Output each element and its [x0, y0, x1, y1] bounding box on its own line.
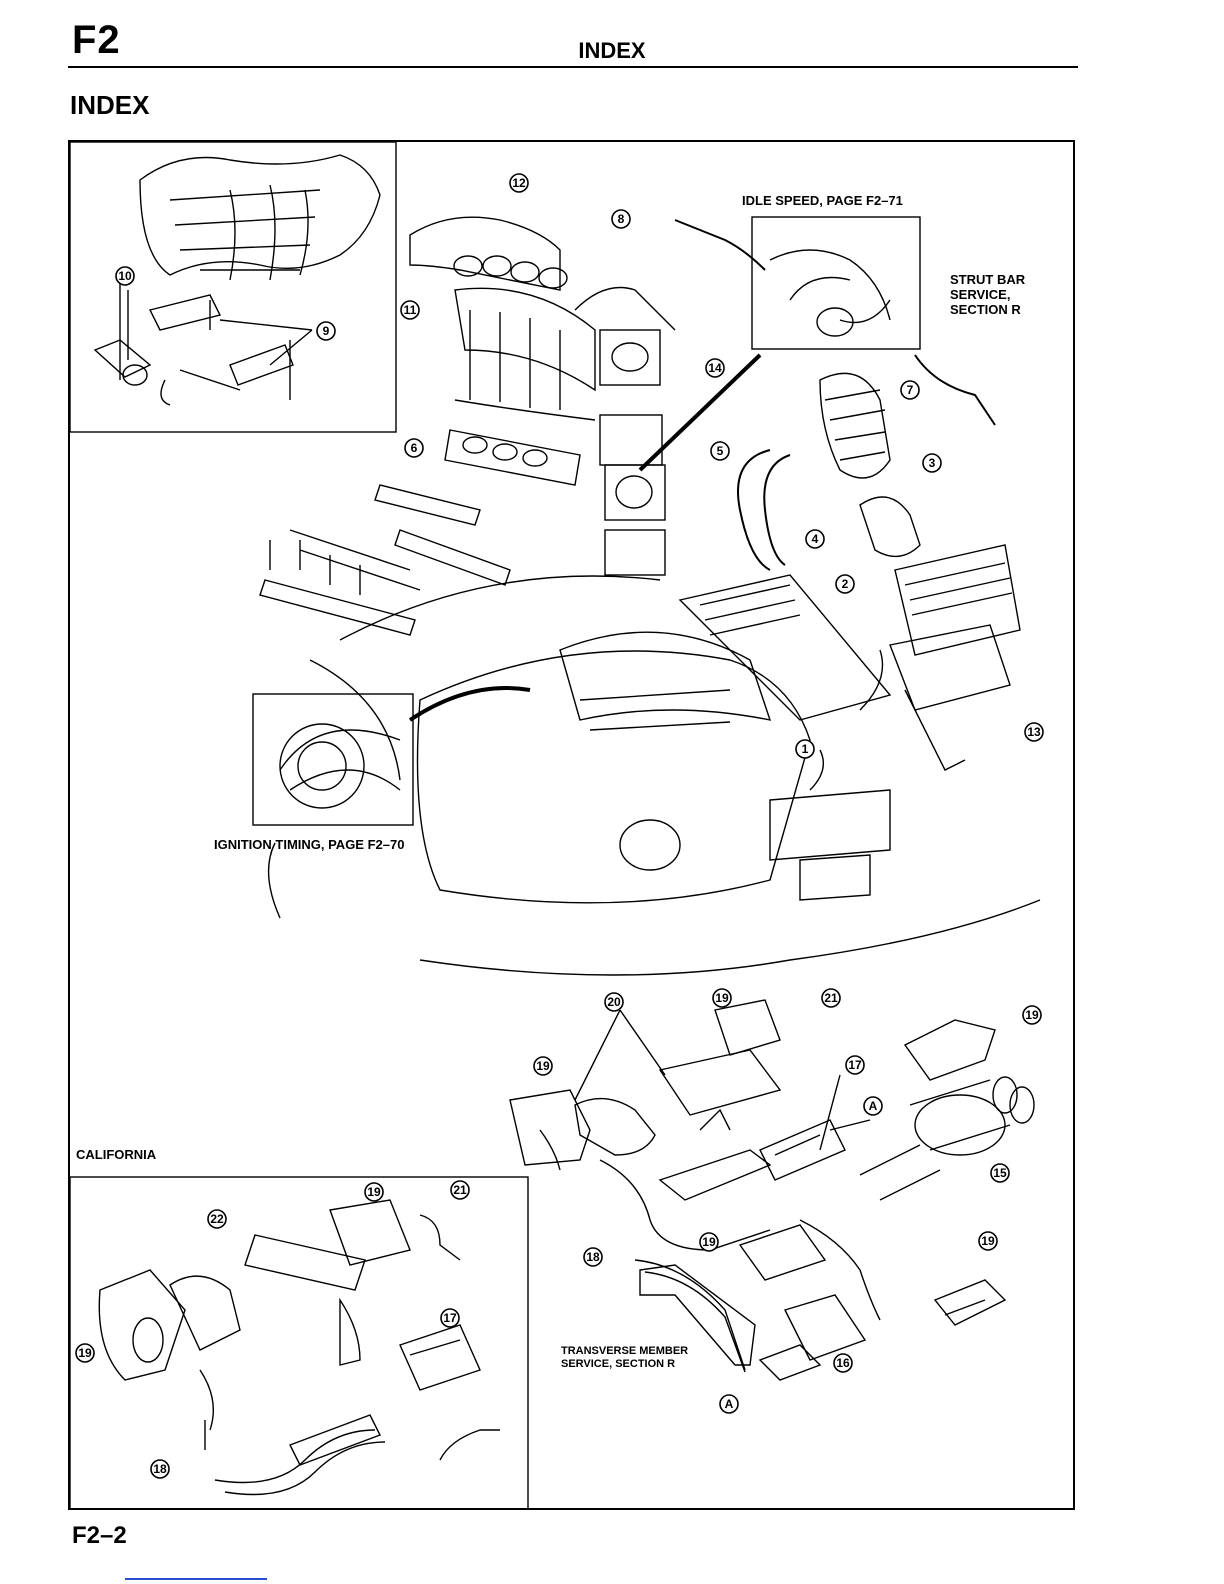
california-label: CALIFORNIA — [76, 1147, 156, 1162]
callout-21b: 21 — [451, 1181, 469, 1199]
callout-20: 20 — [605, 993, 623, 1011]
svg-text:14: 14 — [708, 361, 722, 375]
callout-6: 6 — [405, 439, 423, 457]
callout-9: 9 — [317, 322, 335, 340]
strut-bar-line-1: STRUT BAR — [950, 272, 1025, 287]
callout-3: 3 — [923, 454, 941, 472]
svg-text:A: A — [725, 1397, 734, 1411]
svg-text:10: 10 — [118, 269, 132, 283]
ignition-timing-label: IGNITION TIMING, PAGE F2–70 — [214, 837, 404, 852]
svg-text:19: 19 — [536, 1059, 550, 1073]
callout-18: 18 — [584, 1248, 602, 1266]
strut-bar-label: STRUT BAR SERVICE, SECTION R — [950, 272, 1025, 317]
svg-text:13: 13 — [1027, 725, 1041, 739]
svg-text:8: 8 — [618, 212, 625, 226]
callout-A2: A — [720, 1395, 738, 1413]
callout-14: 14 — [706, 359, 724, 377]
idle-speed-label: IDLE SPEED, PAGE F2–71 — [742, 193, 903, 208]
svg-text:5: 5 — [717, 444, 724, 458]
callout-19d: 19 — [700, 1233, 718, 1251]
svg-text:9: 9 — [323, 324, 330, 338]
svg-text:19: 19 — [981, 1234, 995, 1248]
svg-text:16: 16 — [836, 1356, 850, 1370]
callout-2: 2 — [836, 575, 854, 593]
callout-16: 16 — [834, 1354, 852, 1372]
svg-text:15: 15 — [993, 1166, 1007, 1180]
svg-text:A: A — [869, 1099, 878, 1113]
strut-bar-line-3: SECTION R — [950, 302, 1025, 317]
callout-19e: 19 — [979, 1232, 997, 1250]
callout-7: 7 — [901, 381, 919, 399]
callout-19b: 19 — [1023, 1006, 1041, 1024]
svg-text:17: 17 — [443, 1311, 457, 1325]
california-inset-box — [70, 1177, 528, 1509]
svg-text:21: 21 — [453, 1183, 467, 1197]
callout-19a: 19 — [713, 989, 731, 1007]
svg-text:18: 18 — [586, 1250, 600, 1264]
transverse-member-label: TRANSVERSE MEMBER SERVICE, SECTION R — [561, 1345, 688, 1371]
callout-12: 12 — [510, 174, 528, 192]
callout-19g: 19 — [76, 1344, 94, 1362]
svg-text:4: 4 — [812, 532, 819, 546]
footer-underline — [125, 1578, 267, 1580]
svg-text:6: 6 — [411, 441, 418, 455]
strut-bar-line-2: SERVICE, — [950, 287, 1025, 302]
callout-1: 1 — [796, 740, 814, 758]
svg-text:2: 2 — [842, 577, 849, 591]
svg-text:21: 21 — [824, 991, 838, 1005]
callout-11: 11 — [401, 301, 419, 319]
svg-text:12: 12 — [512, 176, 526, 190]
svg-text:20: 20 — [607, 995, 621, 1009]
callout-A1: A — [864, 1097, 882, 1115]
transverse-line-1: TRANSVERSE MEMBER — [561, 1345, 688, 1358]
page-number: F2–2 — [72, 1522, 127, 1550]
throttle-inset-box — [70, 142, 396, 432]
callout-19c: 19 — [534, 1057, 552, 1075]
callout-15: 15 — [991, 1164, 1009, 1182]
callout-13: 13 — [1025, 723, 1043, 741]
svg-text:3: 3 — [929, 456, 936, 470]
svg-text:19: 19 — [78, 1346, 92, 1360]
svg-text:22: 22 — [210, 1212, 224, 1226]
idle-speed-inset-box — [752, 217, 920, 349]
svg-text:11: 11 — [404, 303, 417, 317]
callout-8: 8 — [612, 210, 630, 228]
svg-text:18: 18 — [153, 1462, 167, 1476]
callout-17b: 17 — [441, 1309, 459, 1327]
transverse-line-2: SERVICE, SECTION R — [561, 1358, 688, 1371]
callout-5: 5 — [711, 442, 729, 460]
svg-text:19: 19 — [1025, 1008, 1039, 1022]
svg-text:19: 19 — [715, 991, 729, 1005]
svg-text:19: 19 — [702, 1235, 716, 1249]
callout-4: 4 — [806, 530, 824, 548]
ignition-timing-inset-box — [253, 694, 413, 825]
callout-17: 17 — [846, 1056, 864, 1074]
callout-10: 10 — [116, 267, 134, 285]
callout-18b: 18 — [151, 1460, 169, 1478]
callout-21: 21 — [822, 989, 840, 1007]
callout-19f: 19 — [365, 1183, 383, 1201]
callout-22: 22 — [208, 1210, 226, 1228]
svg-text:17: 17 — [848, 1058, 862, 1072]
svg-text:1: 1 — [802, 742, 809, 756]
svg-text:7: 7 — [907, 383, 914, 397]
svg-text:19: 19 — [367, 1185, 381, 1199]
